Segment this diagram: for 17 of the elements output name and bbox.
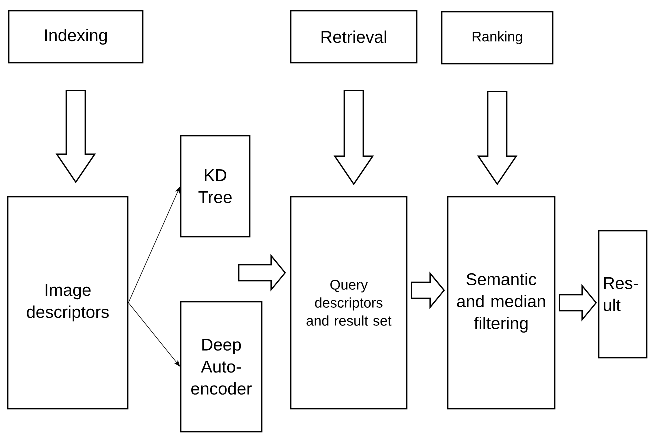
arrow: [128, 186, 180, 304]
process-box: Retrieval: [290, 10, 418, 64]
process-box: Indexing: [8, 10, 144, 64]
process-box: Ranking: [441, 11, 554, 65]
block-arrow: [477, 91, 518, 186]
block-arrow: [559, 284, 598, 322]
block-arrow: [238, 254, 286, 292]
process-box: Deep Auto- encoder: [180, 301, 263, 433]
block-arrow: [56, 90, 96, 184]
process-box: Res- ult: [598, 230, 648, 359]
process-box: Query descriptors and result set: [290, 196, 408, 410]
block-arrow: [334, 90, 374, 186]
process-box: Semantic and median filtering: [447, 196, 556, 410]
arrow: [128, 302, 180, 367]
process-box: Image descriptors: [7, 196, 129, 410]
process-box: KD Tree: [180, 135, 251, 238]
block-arrow: [411, 272, 446, 310]
